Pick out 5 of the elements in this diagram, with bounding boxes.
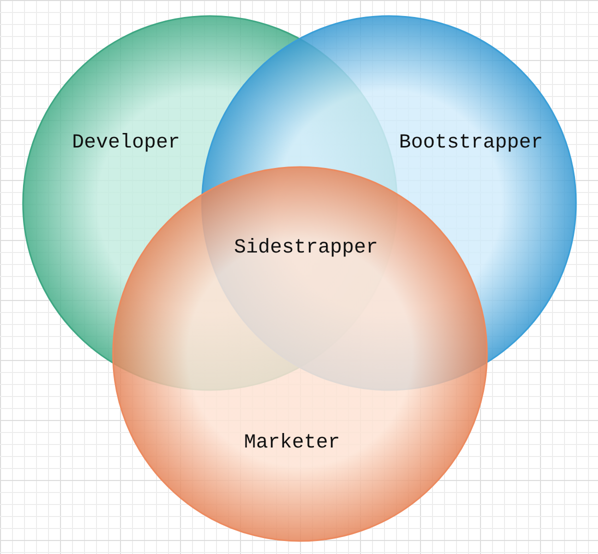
circle-label: Marketer [244,432,340,454]
circle-label: Developer [72,132,180,154]
circle-label: Bootstrapper [398,132,544,154]
venn-circle [112,166,488,542]
overlap-label: Sidestrapper [234,236,378,260]
